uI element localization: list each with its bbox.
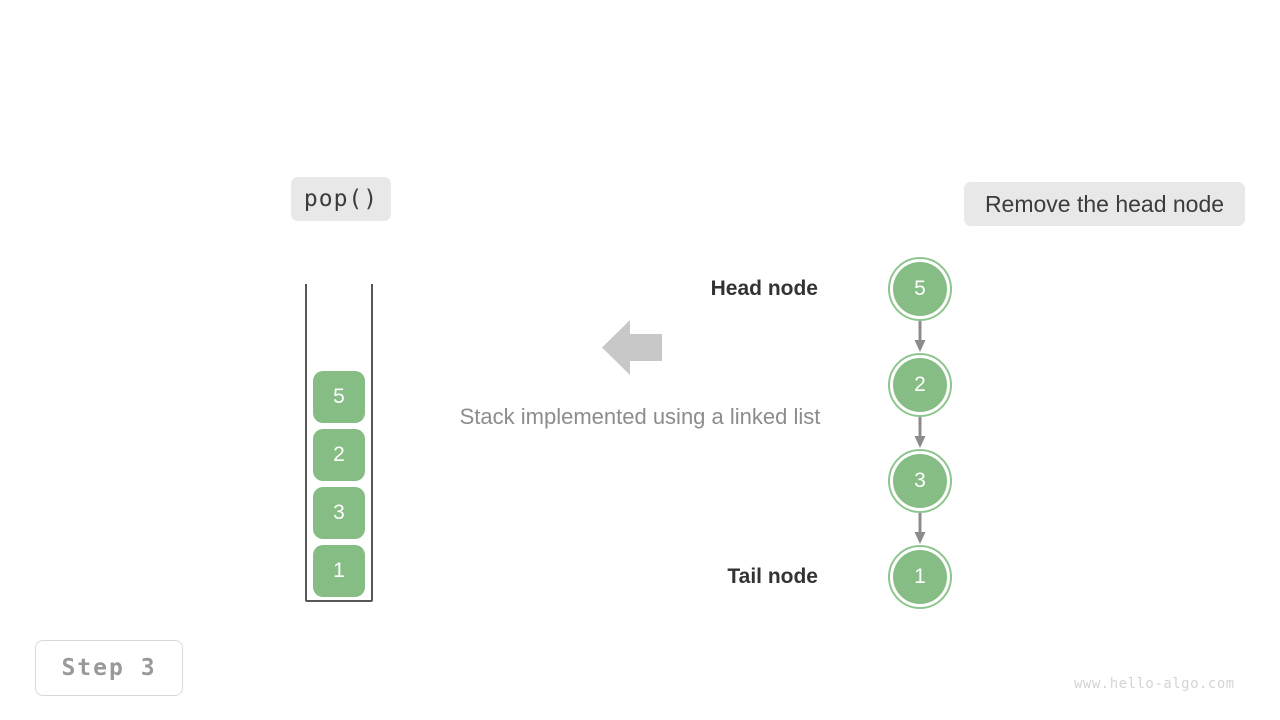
stack-wall-right-icon — [371, 284, 373, 600]
stack-cell: 3 — [313, 487, 365, 539]
stack-container: 5 2 3 1 — [305, 284, 373, 602]
stack-floor-icon — [305, 600, 373, 602]
linked-list-node: 5 — [888, 257, 952, 321]
linked-list: 5 2 3 1 — [888, 257, 952, 609]
left-arrow-icon — [602, 320, 662, 375]
link-arrow-icon — [914, 321, 926, 353]
stack-cell: 1 — [313, 545, 365, 597]
action-description-label: Remove the head node — [964, 182, 1245, 226]
linked-list-node: 3 — [888, 449, 952, 513]
link-arrow-icon — [914, 513, 926, 545]
head-node-label: Head node — [710, 277, 818, 300]
linked-list-node-value: 3 — [893, 454, 947, 508]
stack-cell: 2 — [313, 429, 365, 481]
step-badge: Step 3 — [35, 640, 183, 696]
linked-list-node-value: 2 — [893, 358, 947, 412]
linked-list-node-value: 5 — [893, 262, 947, 316]
stack-cell-list: 5 2 3 1 — [313, 371, 365, 597]
stack-cell: 5 — [313, 371, 365, 423]
tail-node-label: Tail node — [727, 565, 818, 588]
operation-label: pop() — [291, 177, 391, 221]
linked-list-node: 2 — [888, 353, 952, 417]
stack-wall-left-icon — [305, 284, 307, 600]
diagram-caption: Stack implemented using a linked list — [459, 404, 821, 429]
watermark-url: www.hello-algo.com — [1074, 676, 1235, 692]
linked-list-node: 1 — [888, 545, 952, 609]
linked-list-node-value: 1 — [893, 550, 947, 604]
link-arrow-icon — [914, 417, 926, 449]
